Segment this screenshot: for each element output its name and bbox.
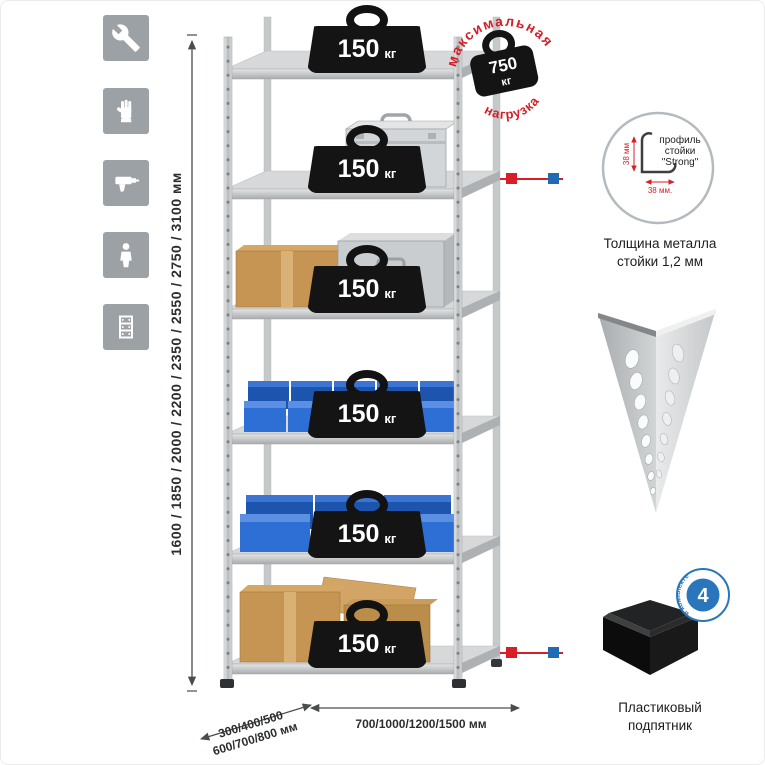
feature-tile-gloves xyxy=(103,88,149,134)
shelf-load-value: 150 xyxy=(337,630,380,658)
shelf-load-value: 150 xyxy=(337,400,380,428)
depth-dimension-line xyxy=(200,703,312,741)
width-dimension-label: 700/1000/1200/1500 мм xyxy=(355,717,487,731)
profile-caption-line2: стойки 1,2 мм xyxy=(616,254,704,269)
stamp-arc-bottom: нагрузка xyxy=(480,91,545,127)
feature-tile-person xyxy=(103,232,149,278)
foot-caption-line1: Пластиковый xyxy=(618,700,702,715)
post-perforations-left xyxy=(625,349,656,495)
feature-tile-drill xyxy=(103,160,149,206)
height-dimension-label: 1600 / 1850 / 2000 / 2200 / 2350 / 2550 … xyxy=(168,172,184,556)
profile-callout-line xyxy=(500,178,563,180)
height-dimension-line xyxy=(187,34,197,692)
profile-dim-horizontal: 38 мм. xyxy=(648,186,672,195)
drill-icon xyxy=(115,176,140,192)
profile-label-1: профиль xyxy=(659,134,700,146)
profile-callout-red-marker xyxy=(506,173,517,184)
plastic-foot-image xyxy=(603,600,698,675)
shelf-load-unit: кг xyxy=(384,530,397,546)
shelf-load-value: 150 xyxy=(337,275,380,303)
profile-label-3: "Strong" xyxy=(662,157,699,168)
profile-dim-vertical: 38 мм xyxy=(622,143,631,165)
shelf-load-unit: кг xyxy=(384,45,397,61)
shelf-load-unit: кг xyxy=(384,640,397,656)
profile-drawing xyxy=(640,132,677,174)
wrench-icon xyxy=(112,24,140,52)
foot-caption: Пластиковый подпятник xyxy=(571,699,749,735)
profile-label-2: стойки xyxy=(665,146,696,157)
person-icon xyxy=(120,243,132,268)
foot-caption-line2: подпятник xyxy=(627,718,693,733)
post-perforations-right xyxy=(655,343,685,479)
shelf-load-unit: кг xyxy=(384,165,397,181)
profile-caption-line1: Толщина металла xyxy=(603,236,717,251)
rack-icon xyxy=(118,315,134,339)
profile-callout-blue-marker xyxy=(548,173,559,184)
shelf-load-value: 150 xyxy=(337,155,380,183)
shelf-load-value: 150 xyxy=(337,520,380,548)
foot-callout-blue-marker xyxy=(548,647,559,658)
foot-callout-line xyxy=(500,652,563,654)
feature-tile-tools xyxy=(103,15,149,61)
feature-tile-rack xyxy=(103,304,149,350)
max-load-stamp: 750 кг максимальная нагрузка xyxy=(435,2,559,128)
upright-post-image xyxy=(598,309,716,513)
stamp-unit: кг xyxy=(500,75,513,89)
width-dimension-line xyxy=(309,703,521,713)
glove-icon xyxy=(116,99,132,123)
shelf-load-value: 150 xyxy=(337,35,380,63)
shelf-load-unit: кг xyxy=(384,285,397,301)
foot-callout-red-marker xyxy=(506,647,517,658)
included-count-badge: 4 в комплекте xyxy=(675,568,730,622)
shelf-load-unit: кг xyxy=(384,410,397,426)
front-posts xyxy=(220,36,466,688)
profile-detail-circle: 38 мм 38 мм. профиль стойки "Strong" xyxy=(601,111,715,225)
profile-caption: Толщина металла стойки 1,2 мм xyxy=(571,235,749,271)
stamp-weight-body xyxy=(470,45,539,97)
badge-count: 4 xyxy=(697,585,709,607)
